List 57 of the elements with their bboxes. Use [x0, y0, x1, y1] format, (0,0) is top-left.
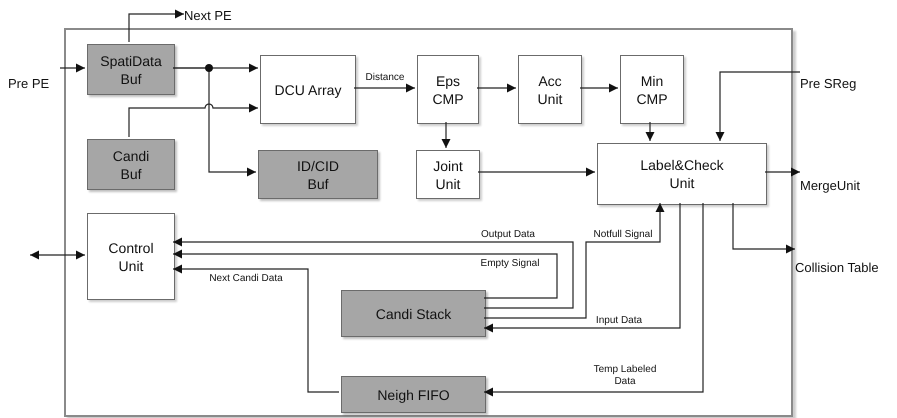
arrow	[173, 264, 339, 393]
block	[87, 213, 175, 300]
block-label: Acc Unit	[536, 72, 564, 108]
arrow	[732, 203, 795, 254]
edge-label: Temp Labeled Data	[592, 364, 658, 388]
arrow	[484, 203, 664, 319]
arrow	[354, 84, 415, 92]
block-label: DCU Array	[274, 80, 342, 98]
block-label: ID/CID Buf	[296, 156, 340, 192]
arrow	[173, 250, 558, 299]
block	[416, 150, 480, 199]
container-frame	[64, 28, 793, 417]
arrow	[716, 71, 800, 141]
arrow	[765, 168, 800, 176]
block-label: Eps CMP	[431, 72, 465, 108]
terminal-label: Pre SReg	[800, 76, 856, 92]
shaded-block	[341, 376, 486, 413]
block-label: Joint Unit	[432, 156, 464, 192]
arrow	[128, 10, 184, 42]
edge-label: Output Data	[480, 229, 536, 241]
block	[518, 55, 582, 124]
edge-label: Next Candi Data	[208, 273, 284, 285]
shaded-block	[341, 290, 486, 337]
edge-label: Input Data	[594, 315, 644, 327]
terminal-label: Collision Table	[795, 260, 879, 276]
block	[597, 143, 767, 205]
arrow	[128, 103, 258, 137]
block-label: Min CMP	[635, 72, 669, 108]
arrow	[30, 250, 85, 260]
block-label: Candi Stack	[376, 304, 452, 322]
shaded-block	[87, 139, 175, 190]
arrow	[442, 122, 450, 148]
block	[620, 55, 684, 124]
edge-label: Notfull Signal	[592, 229, 654, 241]
arrow	[484, 203, 681, 332]
block	[417, 55, 479, 124]
block-label: Candi Buf	[112, 146, 150, 182]
shaded-block	[87, 44, 175, 95]
arrow	[478, 168, 595, 176]
arrow	[173, 67, 256, 176]
arrow	[477, 84, 516, 92]
terminal-label: MergeUnit	[800, 178, 860, 194]
block-label: Control Unit	[107, 238, 155, 274]
arrow	[60, 64, 85, 72]
block-label: SpatiData Buf	[99, 52, 163, 88]
block-label: Label&Check Unit	[639, 156, 725, 192]
terminal-label: Pre PE	[8, 76, 50, 92]
block-label: Neigh FIFO	[377, 386, 450, 404]
terminal-label: Next PE	[184, 8, 232, 24]
arrow	[646, 122, 654, 141]
arrow	[484, 203, 704, 396]
edge-label: Distance	[364, 72, 406, 84]
arrow	[580, 84, 618, 92]
shaded-block	[258, 150, 378, 199]
arrow	[173, 238, 574, 309]
edge-label: Empty Signal	[480, 258, 540, 270]
block	[260, 55, 356, 124]
